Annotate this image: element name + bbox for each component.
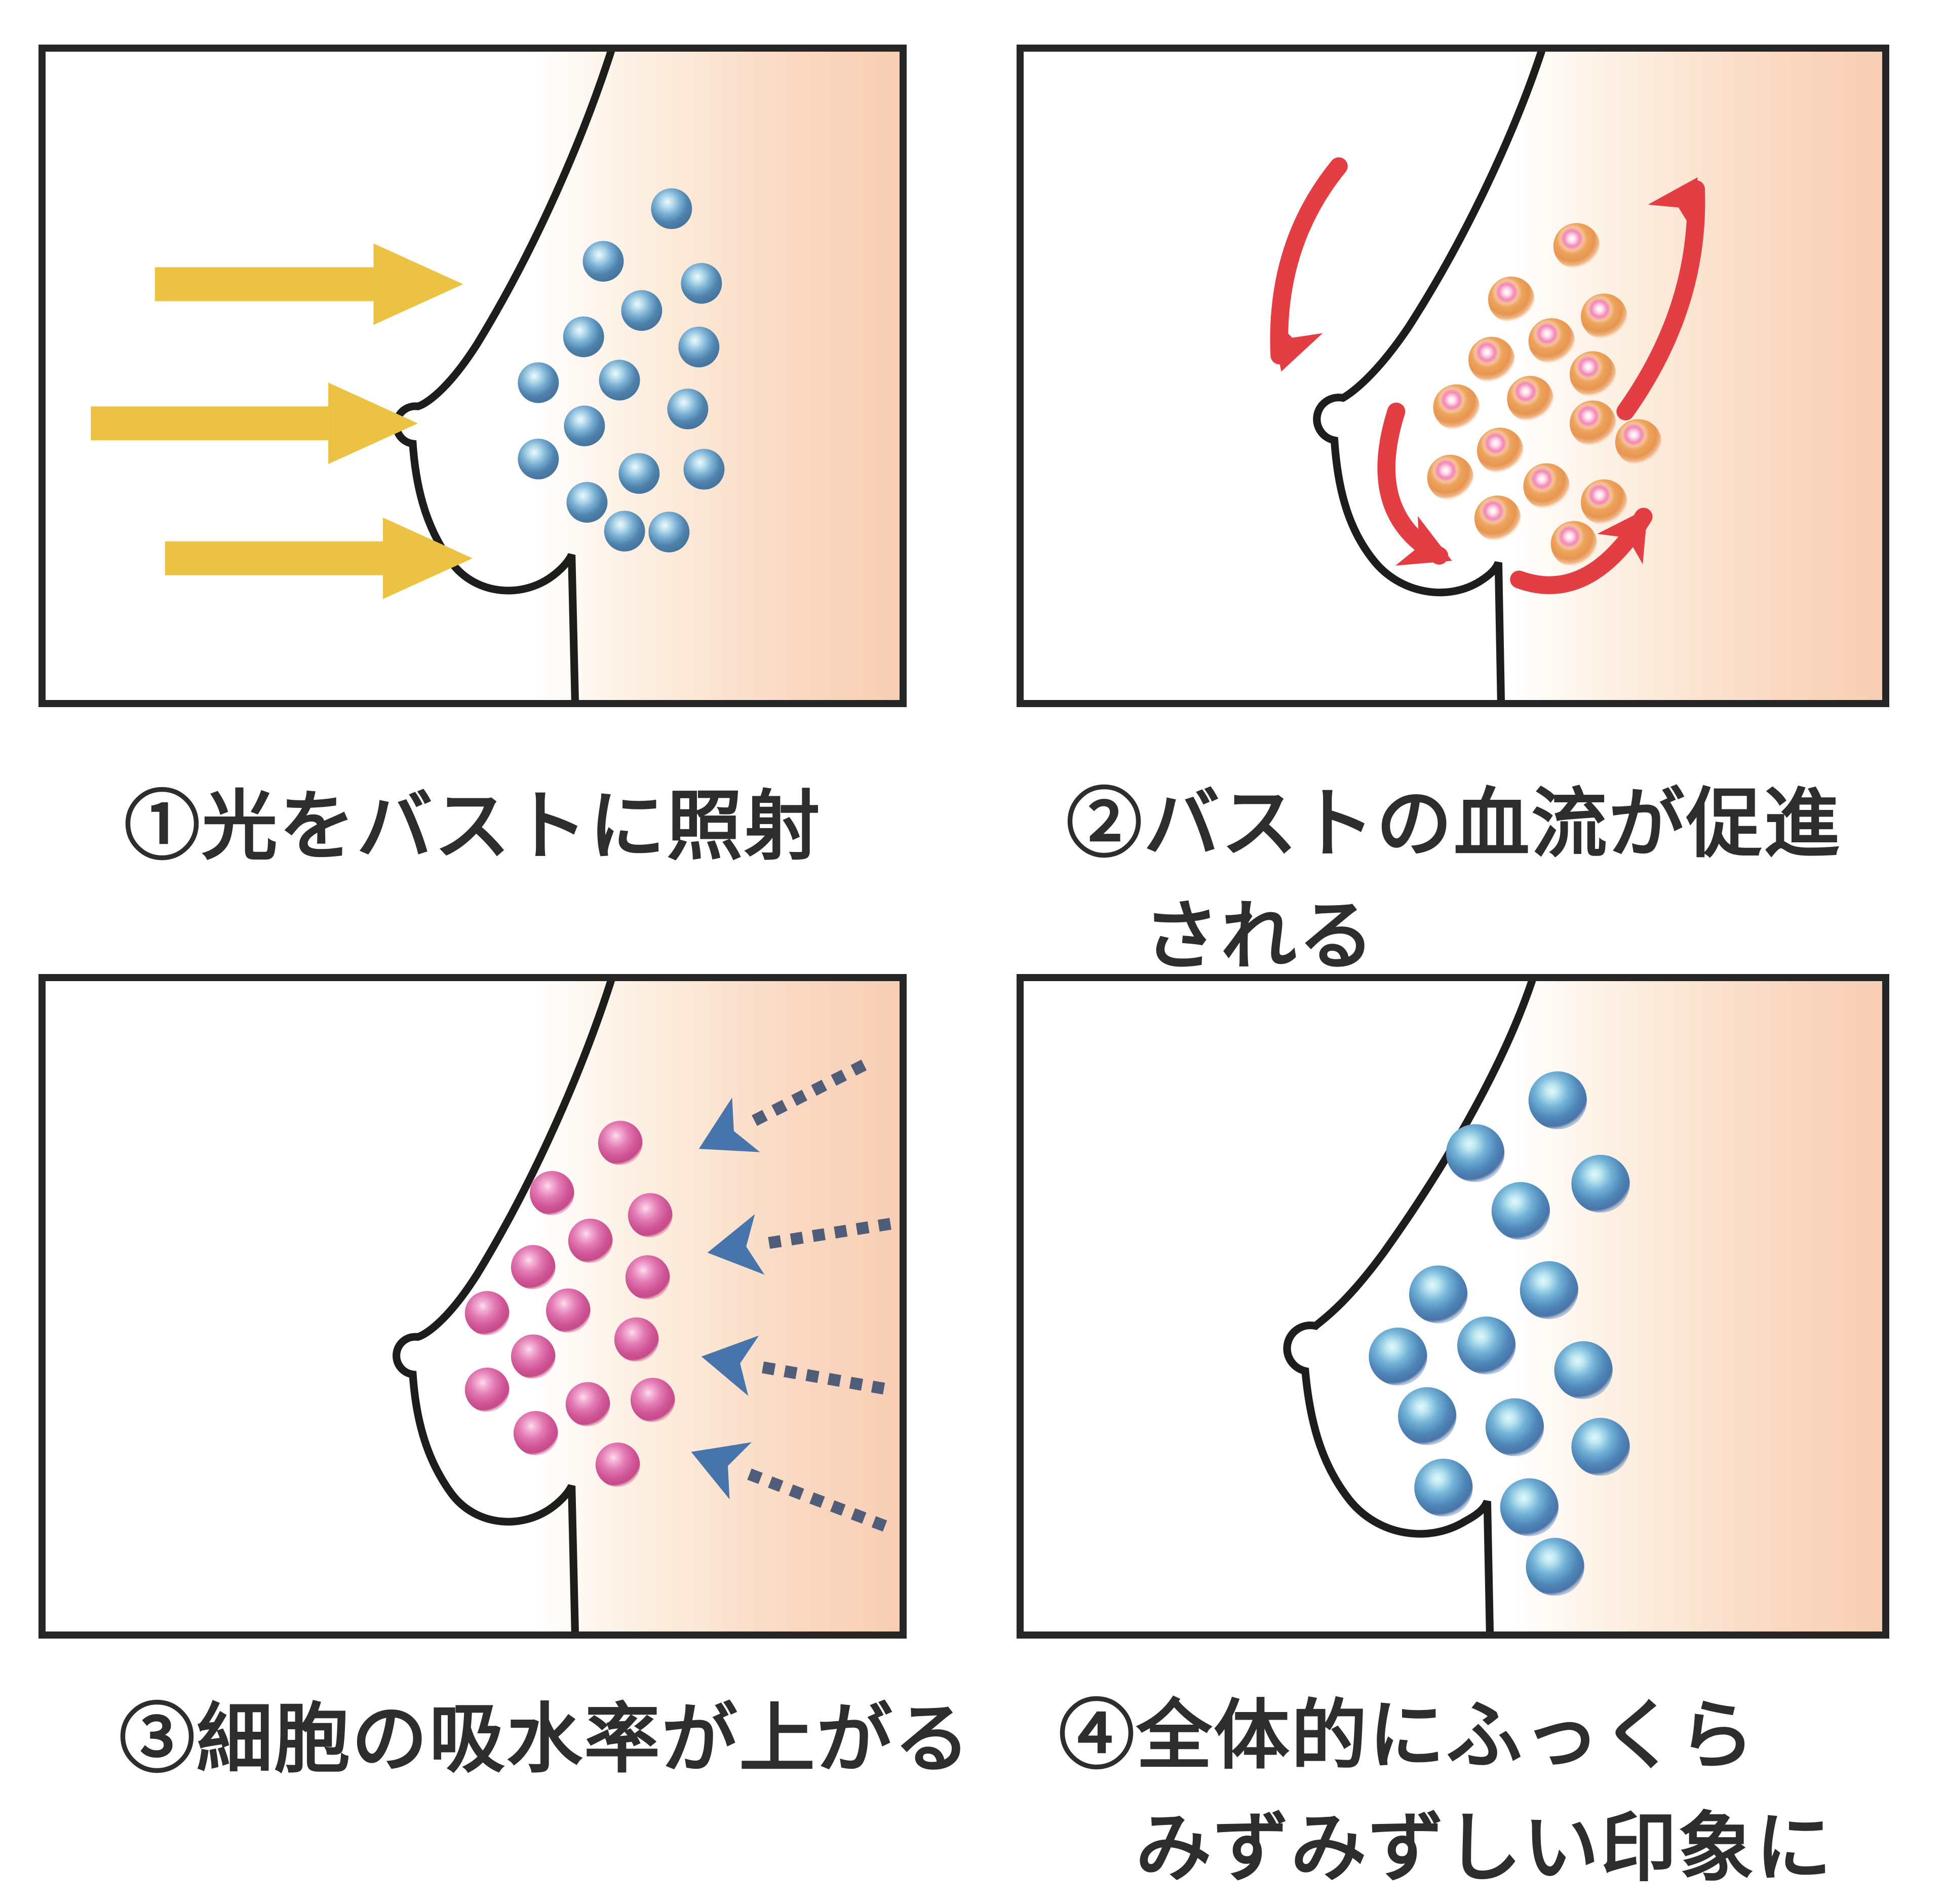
breast-plump-cells-illustration xyxy=(1283,981,1630,1631)
caption-step-3: ③細胞の吸水率が上がる xyxy=(119,1683,971,1795)
breast-absorption-arrows-illustration xyxy=(393,981,891,1631)
caption-step-1-line-1: ①光をバストに照射 xyxy=(124,784,822,869)
caption-step-4: ④全体的にふっくら みずみずしい印象に xyxy=(1059,1679,1833,1904)
caption-step-4-line-1: ④全体的にふっくら xyxy=(1059,1693,1757,1778)
panel-plump-result xyxy=(1017,974,1889,1639)
caption-step-2: ②バストの血流が促進 される xyxy=(1066,767,1841,992)
panel-light-irradiation xyxy=(38,45,907,707)
breast-circulation-arrows-illustration xyxy=(1270,52,1705,700)
panel-water-absorption xyxy=(38,974,907,1639)
caption-step-2-line-2: される xyxy=(1143,893,1376,979)
caption-step-3-line-1: ③細胞の吸水率が上がる xyxy=(119,1696,972,1781)
caption-step-1: ①光をバストに照射 xyxy=(124,770,822,882)
panel-blood-flow xyxy=(1017,45,1889,707)
breast-light-arrows-illustration xyxy=(91,52,725,700)
caption-step-4-line-2: みずみずしい印象に xyxy=(1136,1805,1834,1890)
caption-step-2-line-1: ②バストの血流が促進 xyxy=(1066,781,1842,866)
